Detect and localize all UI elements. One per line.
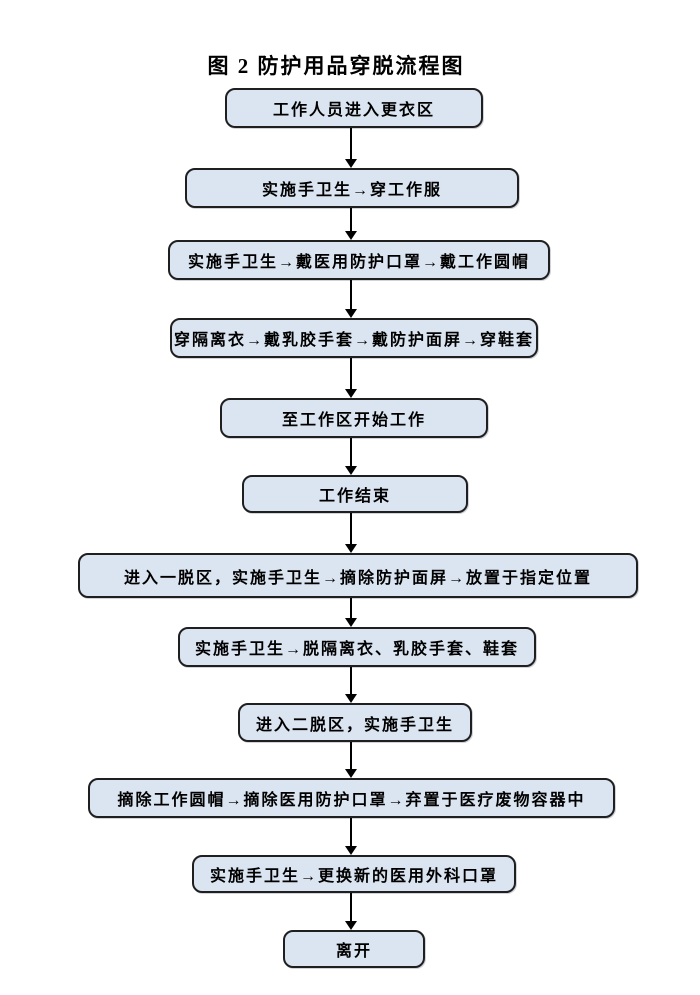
flow-node-enter-changing-area: 工作人员进入更衣区 bbox=[225, 88, 483, 128]
flow-node-label: 至工作区开始工作 bbox=[281, 412, 426, 429]
flow-node-label: 穿隔离衣→戴乳胶手套→戴防护面屏→穿鞋套 bbox=[173, 332, 534, 349]
arrow-line bbox=[350, 358, 352, 390]
arrow-line bbox=[350, 742, 352, 770]
flow-node-start-work: 至工作区开始工作 bbox=[220, 398, 488, 438]
arrow-head-icon bbox=[345, 159, 357, 168]
figure-title: 图 2 防护用品穿脱流程图 bbox=[207, 54, 465, 78]
arrow-head-icon bbox=[345, 309, 357, 318]
arrow-line bbox=[350, 818, 352, 847]
down-arrow bbox=[343, 358, 359, 398]
down-arrow bbox=[343, 667, 359, 703]
flow-node-work-finished: 工作结束 bbox=[242, 475, 468, 513]
flow-node-label: 离开 bbox=[335, 943, 372, 960]
down-arrow bbox=[343, 208, 359, 240]
arrow-head-icon bbox=[345, 618, 357, 627]
flow-node-label: 实施手卫生→更换新的医用外科口罩 bbox=[209, 868, 498, 885]
arrow-line bbox=[350, 598, 352, 619]
arrow-head-icon bbox=[345, 544, 357, 553]
arrow-line bbox=[350, 280, 352, 310]
flow-node-remove-gown-gloves-shoecovers: 实施手卫生→脱隔离衣、乳胶手套、鞋套 bbox=[178, 627, 536, 667]
flow-node-leave: 离开 bbox=[283, 930, 425, 968]
arrow-line bbox=[350, 513, 352, 545]
flow-node-label: 摘除工作圆帽→摘除医用防护口罩→弃置于医疗废物容器中 bbox=[117, 792, 586, 809]
flow-node-label: 工作人员进入更衣区 bbox=[272, 102, 435, 119]
flow-node-new-surgical-mask: 实施手卫生→更换新的医用外科口罩 bbox=[192, 855, 516, 893]
down-arrow bbox=[343, 893, 359, 930]
down-arrow bbox=[343, 438, 359, 475]
flow-node-first-doffing-area: 进入一脱区，实施手卫生→摘除防护面屏→放置于指定位置 bbox=[78, 553, 638, 598]
down-arrow bbox=[343, 598, 359, 627]
arrow-head-icon bbox=[345, 921, 357, 930]
flow-node-remove-cap-mask-dispose: 摘除工作圆帽→摘除医用防护口罩→弃置于医疗废物容器中 bbox=[88, 778, 615, 818]
arrow-head-icon bbox=[345, 389, 357, 398]
arrow-line bbox=[350, 128, 352, 160]
arrow-head-icon bbox=[345, 694, 357, 703]
arrow-head-icon bbox=[345, 466, 357, 475]
arrow-head-icon bbox=[345, 846, 357, 855]
flow-node-label: 实施手卫生→戴医用防护口罩→戴工作圆帽 bbox=[187, 254, 530, 271]
flow-node-label: 实施手卫生→穿工作服 bbox=[261, 182, 442, 199]
flow-node-label: 进入二脱区，实施手卫生 bbox=[255, 716, 454, 734]
flow-node-second-doffing-area: 进入二脱区，实施手卫生 bbox=[238, 703, 472, 742]
flow-node-mask-cap: 实施手卫生→戴医用防护口罩→戴工作圆帽 bbox=[168, 240, 550, 280]
arrow-head-icon bbox=[345, 769, 357, 778]
flow-node-label: 工作结束 bbox=[318, 488, 391, 505]
arrow-head-icon bbox=[345, 231, 357, 240]
down-arrow bbox=[343, 128, 359, 168]
flow-node-label: 实施手卫生→脱隔离衣、乳胶手套、鞋套 bbox=[194, 641, 519, 658]
arrow-line bbox=[350, 667, 352, 695]
arrow-line bbox=[350, 893, 352, 922]
flow-node-hand-hygiene-workwear: 实施手卫生→穿工作服 bbox=[185, 168, 519, 208]
arrow-line bbox=[350, 438, 352, 467]
down-arrow bbox=[343, 742, 359, 778]
arrow-line bbox=[350, 208, 352, 232]
down-arrow bbox=[343, 280, 359, 318]
flow-node-gown-gloves-faceshield-shoecovers: 穿隔离衣→戴乳胶手套→戴防护面屏→穿鞋套 bbox=[170, 318, 538, 358]
flow-node-label: 进入一脱区，实施手卫生→摘除防护面屏→放置于指定位置 bbox=[123, 569, 592, 587]
down-arrow bbox=[343, 513, 359, 553]
down-arrow bbox=[343, 818, 359, 855]
